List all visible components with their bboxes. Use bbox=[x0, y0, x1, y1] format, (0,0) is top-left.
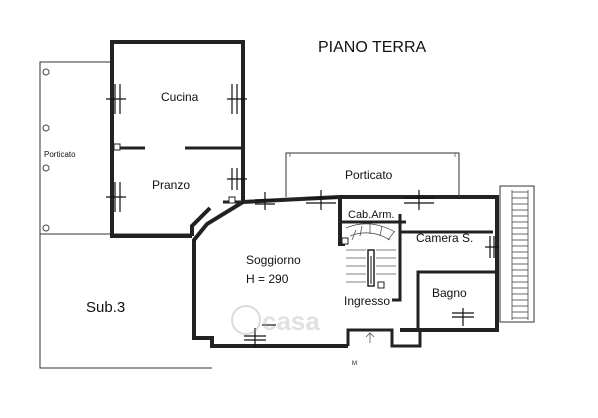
room-label-camera: Camera S. bbox=[416, 231, 473, 245]
left-porch bbox=[39, 61, 113, 235]
internal-staircase bbox=[345, 223, 396, 287]
room-label-porticato-top: Porticato bbox=[345, 168, 393, 182]
top-porch bbox=[285, 152, 460, 197]
watermark-text: casa bbox=[262, 306, 320, 336]
watermark: casa bbox=[231, 305, 320, 336]
room-label-pranzo: Pranzo bbox=[152, 178, 190, 192]
entrance-arrow bbox=[365, 332, 375, 343]
corner-marker: M bbox=[352, 361, 357, 367]
external-staircase bbox=[511, 190, 529, 320]
plan-title: PIANO TERRA bbox=[318, 39, 427, 56]
main-walls bbox=[110, 40, 535, 348]
room-label-soggiorno-height: H = 290 bbox=[246, 272, 289, 286]
room-label-bagno: Bagno bbox=[432, 286, 467, 300]
windows bbox=[106, 84, 499, 348]
room-label-cab-arm: Cab.Arm. bbox=[348, 209, 394, 221]
room-label-porticato-left: Porticato bbox=[44, 150, 76, 159]
room-label-sub3: Sub.3 bbox=[86, 299, 125, 316]
room-label-cucina: Cucina bbox=[161, 90, 199, 104]
sub-3-area bbox=[39, 233, 212, 369]
room-label-ingresso: Ingresso bbox=[344, 294, 390, 308]
room-label-soggiorno: Soggiorno bbox=[246, 253, 301, 267]
